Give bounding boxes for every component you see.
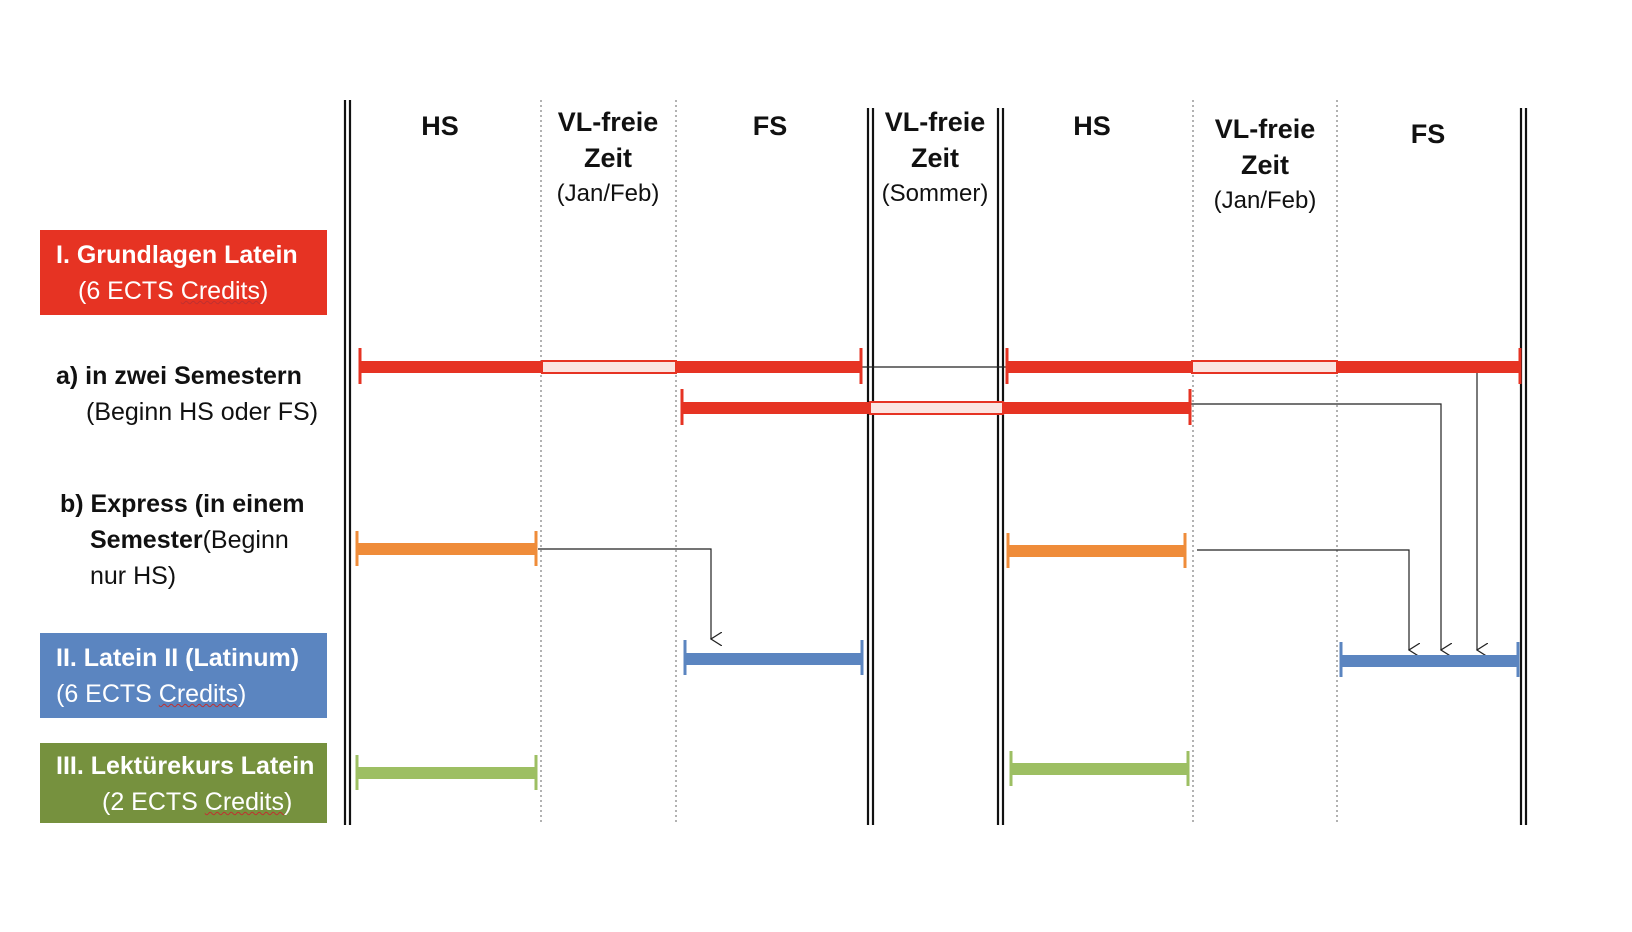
bar-red-gap-janfeb-2 <box>1191 360 1338 374</box>
connector-orange-2-to-latein <box>1197 549 1409 650</box>
bar-red-gap-janfeb-1 <box>541 360 677 374</box>
module-title: II. Latein II (Latinum) <box>56 644 300 672</box>
bars-zwei-semestern <box>358 348 1522 425</box>
credits-prefix: (2 ECTS <box>102 788 205 816</box>
column-period: (Sommer) <box>881 180 989 207</box>
module-title: I. Grundlagen Latein <box>56 241 298 269</box>
credits-suffix: ) <box>283 788 293 816</box>
column-header-vl-freie-janfeb-1: VL-freie Zeit (Jan/Feb) <box>542 104 674 212</box>
credits-word: Credits <box>180 277 260 305</box>
row-rest: (Beginn <box>202 526 289 554</box>
bar-red-hs-cont <box>1003 402 1190 414</box>
bar-red-hs1 <box>360 361 542 373</box>
bar-red-fs-start <box>682 402 870 414</box>
row-title: a) in zwei Semestern <box>56 362 302 390</box>
column-title: VL-freie <box>884 107 986 137</box>
bar-red-hs2 <box>1007 361 1192 373</box>
column-subtitle: Zeit <box>910 143 959 173</box>
connector-red-mid-to-latein <box>1191 403 1441 650</box>
column-subtitle: Zeit <box>1240 150 1289 180</box>
row-bold-word: Semester <box>90 526 203 554</box>
bar-orange-hs2 <box>1008 545 1185 557</box>
bars-lektuere <box>355 751 1190 790</box>
bars-express <box>355 531 1187 568</box>
column-subtitle: Zeit <box>583 143 632 173</box>
column-title: VL-freie <box>557 107 659 137</box>
module-credits: (6 ECTS Credits) <box>56 676 327 712</box>
credits-prefix: (6 ECTS <box>78 277 181 305</box>
double-year-lines <box>343 100 1528 825</box>
credits-word: Credits <box>204 788 284 816</box>
credits-suffix: ) <box>237 680 247 708</box>
bar-blue-fs2 <box>1341 655 1518 667</box>
bar-orange-hs1 <box>357 543 536 555</box>
credits-suffix: ) <box>259 277 269 305</box>
connector-orange-1-to-latein <box>538 548 711 639</box>
column-header-hs-2: HS <box>1002 108 1182 144</box>
bar-blue-fs1 <box>685 653 862 665</box>
module-title: III. Lektürekurs Latein <box>56 752 315 780</box>
column-title: FS <box>752 111 788 141</box>
credits-word: Credits <box>158 680 238 708</box>
module-box-lektuere: III. Lektürekurs Latein (2 ECTS Credits) <box>40 743 327 823</box>
bars-latein-2 <box>683 640 1520 677</box>
column-header-fs-1: FS <box>680 108 860 144</box>
dotted-separators <box>540 100 1338 825</box>
bar-red-fs1 <box>676 361 861 373</box>
bar-red-gap-sommer <box>869 401 1004 415</box>
module-box-latein-2: II. Latein II (Latinum) (6 ECTS Credits) <box>40 633 327 718</box>
column-header-fs-2: FS <box>1338 116 1518 152</box>
column-title: FS <box>1410 119 1446 149</box>
row-label-express: b) Express (in einem Semester(Beginn nur… <box>60 486 305 594</box>
module-credits: (6 ECTS Credits) <box>56 273 327 309</box>
row-line-3: nur HS) <box>90 562 177 590</box>
row-label-zwei-semestern: a) in zwei Semestern (Beginn HS oder FS) <box>56 358 318 430</box>
row-subtitle: (Beginn HS oder FS) <box>86 398 319 426</box>
column-title: VL-freie <box>1214 114 1316 144</box>
column-period: (Jan/Feb) <box>556 180 660 207</box>
column-header-vl-freie-janfeb-2: VL-freie Zeit (Jan/Feb) <box>1196 111 1334 219</box>
credits-prefix: (6 ECTS <box>56 680 159 708</box>
column-period: (Jan/Feb) <box>1213 187 1317 214</box>
bar-red-fs2 <box>1337 361 1520 373</box>
module-box-grundlagen: I. Grundlagen Latein (6 ECTS Credits) <box>40 230 327 315</box>
row-line-2: Semester(Beginn <box>60 522 305 558</box>
row-title: b) Express (in einem <box>60 490 305 518</box>
column-header-hs-1: HS <box>350 108 530 144</box>
bar-green-hs1 <box>357 767 536 779</box>
column-title: HS <box>1073 111 1111 141</box>
column-title: HS <box>421 111 459 141</box>
bar-green-hs2 <box>1011 763 1188 775</box>
column-header-vl-freie-sommer: VL-freie Zeit (Sommer) <box>872 104 998 212</box>
module-credits: (2 ECTS Credits) <box>56 784 327 820</box>
